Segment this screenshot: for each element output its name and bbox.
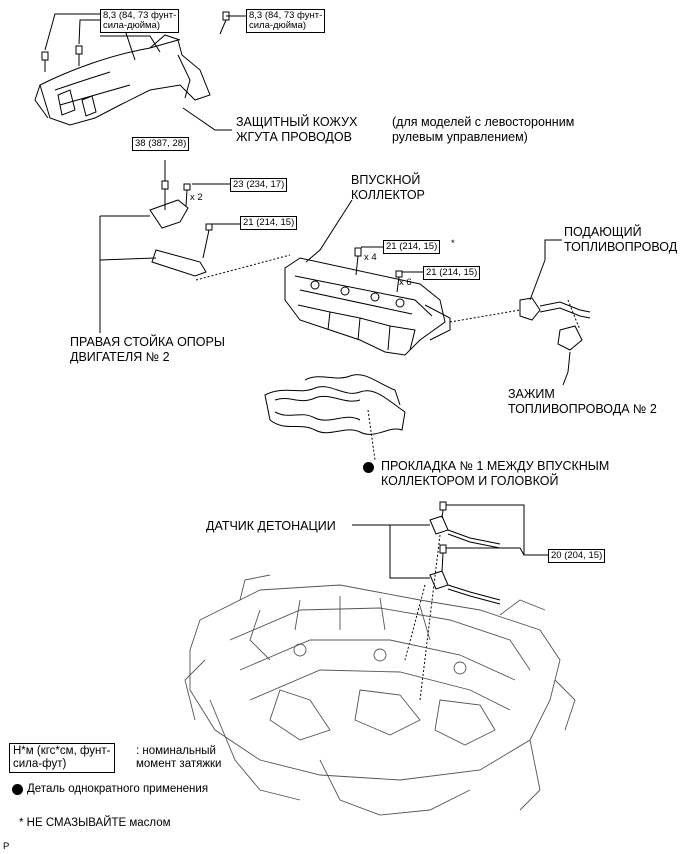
torque-box-manifold-star: 21 (214, 15) xyxy=(383,240,441,254)
engine-mount-stay-drawing xyxy=(149,160,240,277)
torque-box-mount-21: 21 (214, 15) xyxy=(240,216,298,230)
label-engine-mount-stay: ПРАВАЯ СТОЙКА ОПОРЫ ДВИГАТЕЛЯ № 2 xyxy=(70,335,225,364)
torque-box-harness-b: 8,3 (84, 73 фунт- сила-дюйма) xyxy=(246,9,326,33)
corner-mark: P xyxy=(3,841,10,852)
label-lhd-note: (для моделей с левосторонним рулевым упр… xyxy=(392,115,575,144)
torque-box-knock-sensor: 20 (204, 15) xyxy=(548,549,606,563)
non-reusable-mark-gasket xyxy=(363,462,374,473)
multiplier-x6: x 6 xyxy=(399,277,412,288)
harness-cover-drawing xyxy=(34,34,211,126)
torque-box-mount-38: 38 (387, 28) xyxy=(132,137,190,151)
legend-non-reusable: Деталь однократного применения xyxy=(27,783,209,795)
legend-torque-unit-desc: : номинальный момент затяжки xyxy=(136,745,222,770)
label-intake-manifold: ВПУСКНОЙ КОЛЛЕКТОР xyxy=(351,173,425,202)
legend-non-reusable-dot xyxy=(12,784,23,795)
legend-no-oil-note: * НЕ СМАЗЫВАЙТЕ маслом xyxy=(19,817,171,829)
label-fuel-line-clamp: ЗАЖИМ ТОПЛИВОПРОВОДА № 2 xyxy=(508,387,657,416)
harness-bolts xyxy=(41,11,230,72)
knock-sensors-drawing xyxy=(429,501,548,605)
multiplier-x4: x 4 xyxy=(364,252,377,263)
engine-block-drawing xyxy=(184,574,576,816)
label-harness-cover: ЗАЩИТНЫЙ КОЖУХ ЖГУТА ПРОВОДОВ xyxy=(236,115,358,144)
gasket-drawing xyxy=(264,374,406,435)
label-knock-sensor: ДАТЧИК ДЕТОНАЦИИ xyxy=(206,519,336,533)
legend-torque-unit-box: Н*м (кгс*см, фунт- сила-фут) xyxy=(9,743,115,773)
torque-box-mount-23: 23 (234, 17) xyxy=(230,178,288,192)
intake-manifold-drawing xyxy=(284,246,451,356)
star-mark: * xyxy=(451,238,455,249)
torque-box-harness-a: 8,3 (84, 73 фунт- сила-дюйма) xyxy=(100,9,180,33)
label-fuel-supply-line: ПОДАЮЩИЙ ТОПЛИВОПРОВОД xyxy=(564,225,678,254)
label-gasket: ПРОКЛАДКА № 1 МЕЖДУ ВПУСКНЫМ КОЛЛЕКТОРОМ… xyxy=(381,459,610,488)
fuel-line-drawing xyxy=(519,297,591,373)
torque-box-manifold-x6: 21 (214, 15) xyxy=(423,266,481,280)
multiplier-x2: x 2 xyxy=(190,192,203,203)
